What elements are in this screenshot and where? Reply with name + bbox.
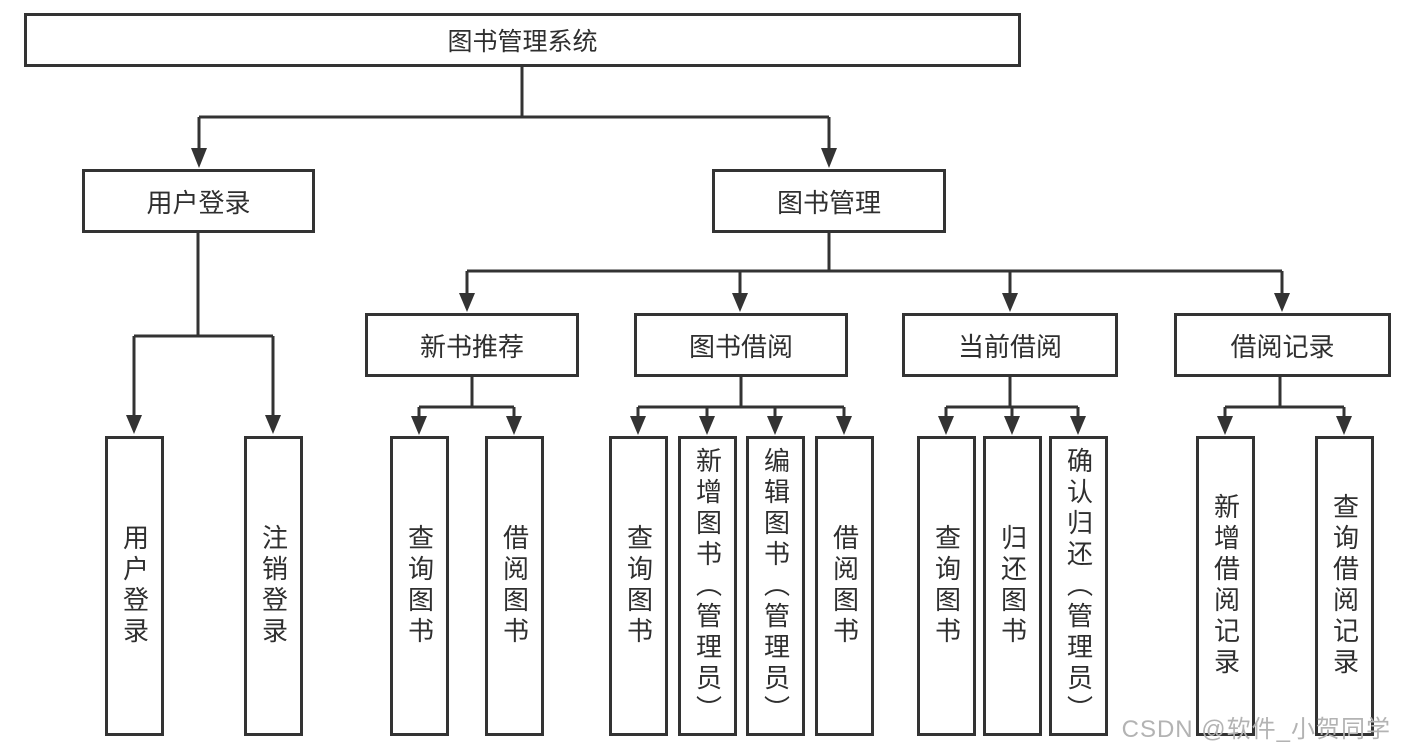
node-book-management-label: 图书管理 [776, 187, 881, 218]
leaf-add-book-admin-label: 新增图书（管理员） [692, 446, 723, 726]
leaf-confirm-return-admin-label: 确认归还（管理员） [1063, 446, 1094, 726]
leaf-query-books-current-label: 查询图书 [931, 524, 962, 648]
leaf-add-borrow-record: 新增借阅记录 [1196, 436, 1255, 736]
watermark: CSDN @软件_小贺同学 [1121, 716, 1391, 743]
leaf-add-borrow-record-label: 新增借阅记录 [1210, 493, 1241, 679]
arrowheads [126, 148, 1352, 435]
leaf-query-books-borrowing: 查询图书 [609, 436, 668, 736]
leaf-query-books-borrowing-label: 查询图书 [623, 524, 654, 648]
leaf-query-books-current: 查询图书 [917, 436, 976, 736]
node-root-label: 图书管理系统 [447, 28, 598, 56]
leaf-user-login-label: 用户登录 [119, 524, 150, 648]
node-book-management: 图书管理 [712, 169, 946, 233]
node-new-book-recommend-label: 新书推荐 [419, 331, 524, 362]
leaf-query-borrow-record: 查询借阅记录 [1315, 436, 1374, 736]
leaf-edit-book-admin-label: 编辑图书（管理员） [760, 446, 791, 726]
leaf-return-book: 归还图书 [983, 436, 1042, 736]
leaf-query-books-recommend-label: 查询图书 [404, 524, 435, 648]
leaf-logout: 注销登录 [244, 436, 303, 736]
node-current-borrowing: 当前借阅 [902, 313, 1118, 377]
leaf-borrow-books-recommend: 借阅图书 [485, 436, 544, 736]
leaf-edit-book-admin: 编辑图书（管理员） [746, 436, 805, 736]
leaf-query-borrow-record-label: 查询借阅记录 [1329, 493, 1360, 679]
leaf-add-book-admin: 新增图书（管理员） [678, 436, 737, 736]
leaf-query-books-recommend: 查询图书 [390, 436, 449, 736]
node-user-login-label: 用户登录 [146, 187, 251, 218]
node-borrow-records: 借阅记录 [1174, 313, 1391, 377]
leaf-return-book-label: 归还图书 [997, 524, 1028, 648]
node-user-login: 用户登录 [82, 169, 315, 233]
node-root-library-system: 图书管理系统 [24, 13, 1021, 67]
node-book-borrowing-label: 图书借阅 [688, 331, 793, 362]
node-book-borrowing: 图书借阅 [634, 313, 848, 377]
node-current-borrowing-label: 当前借阅 [957, 331, 1062, 362]
leaf-user-login: 用户登录 [105, 436, 164, 736]
leaf-confirm-return-admin: 确认归还（管理员） [1049, 436, 1108, 736]
leaf-borrow-books-recommend-label: 借阅图书 [499, 524, 530, 648]
leaf-logout-label: 注销登录 [258, 524, 289, 648]
node-borrow-records-label: 借阅记录 [1230, 331, 1335, 362]
leaf-borrow-books-borrowing: 借阅图书 [815, 436, 874, 736]
leaf-borrow-books-borrowing-label: 借阅图书 [829, 524, 860, 648]
node-new-book-recommend: 新书推荐 [365, 313, 579, 377]
